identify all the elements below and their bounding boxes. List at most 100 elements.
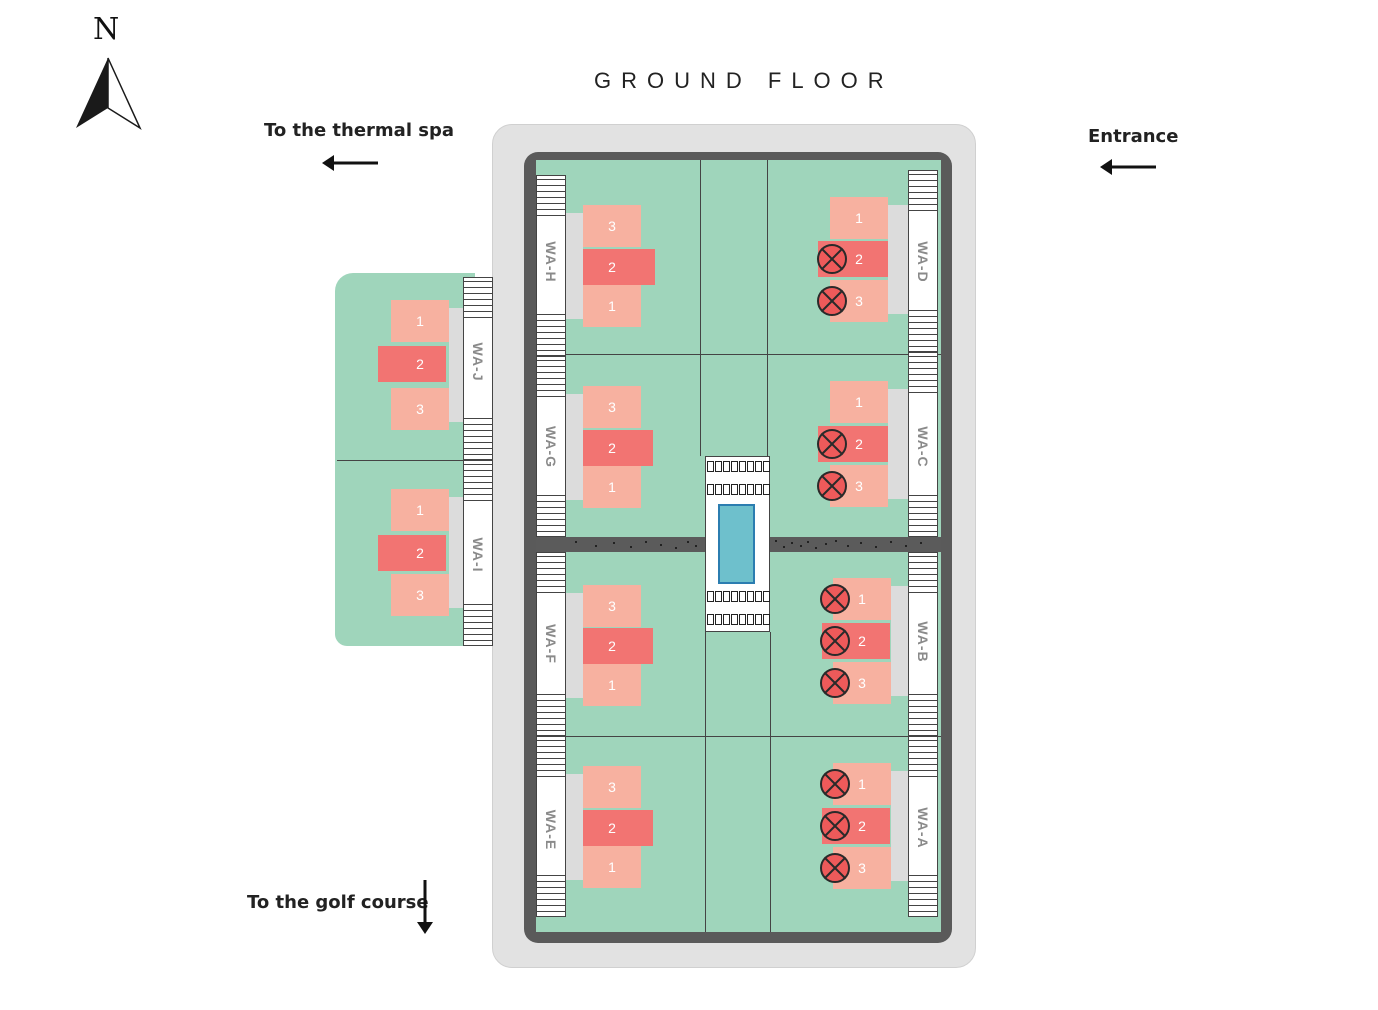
apartment-room[interactable] (583, 285, 641, 327)
wing-label: WA-J (470, 342, 486, 382)
stair-line (908, 180, 938, 181)
balcony-column (536, 356, 566, 537)
stair-line (908, 316, 938, 317)
balcony-column (463, 277, 493, 460)
stair-line (908, 380, 938, 381)
stair-line (908, 525, 938, 526)
apartment-room[interactable] (391, 574, 449, 616)
apartment-room[interactable] (583, 386, 641, 428)
stair-line (908, 724, 938, 725)
sun-loungers (707, 484, 770, 495)
apartment-room[interactable] (583, 249, 655, 285)
stair-line (908, 556, 938, 557)
room-number: 1 (608, 298, 616, 314)
divider-line (536, 736, 941, 737)
stair-line (536, 746, 566, 747)
stair-line (908, 334, 938, 335)
stair-line (463, 476, 493, 477)
apartment-room[interactable] (583, 766, 641, 808)
stair-line (908, 764, 938, 765)
stair-line (908, 740, 938, 741)
balcony-column (536, 736, 566, 917)
stair-line (536, 338, 566, 339)
stair-line (908, 531, 938, 532)
stair-line (908, 368, 938, 369)
stair-line (463, 464, 493, 465)
stair-line (908, 893, 938, 894)
stair-line (908, 706, 938, 707)
stair-line (908, 495, 938, 496)
stair-line (908, 356, 938, 357)
stair-line (463, 311, 493, 312)
stair-line (536, 314, 566, 315)
wing-label: WA-F (543, 624, 559, 664)
stair-line (536, 209, 566, 210)
stair-line (908, 718, 938, 719)
apartment-room[interactable] (583, 846, 641, 888)
stair-line (536, 592, 566, 593)
stair-line (536, 344, 566, 345)
stair-line (463, 640, 493, 641)
golf-course-label: To the golf course (247, 892, 429, 913)
stair-line (908, 198, 938, 199)
stair-line (463, 470, 493, 471)
room-number: 1 (608, 859, 616, 875)
stair-line (463, 482, 493, 483)
stair-line (463, 299, 493, 300)
apartment-room[interactable] (378, 346, 446, 382)
apartment-room[interactable] (378, 535, 446, 571)
room-number: 2 (608, 820, 616, 836)
stair-line (536, 887, 566, 888)
terrace-strip (566, 213, 583, 319)
apartment-room[interactable] (391, 300, 449, 342)
room-number: 3 (608, 399, 616, 415)
thermal-spa-label: To the thermal spa (264, 120, 455, 141)
stair-line (536, 203, 566, 204)
apartment-room[interactable] (583, 664, 641, 706)
stair-line (908, 905, 938, 906)
stair-line (908, 875, 938, 876)
stair-line (908, 186, 938, 187)
stair-line (463, 448, 493, 449)
room-number: 3 (855, 478, 863, 494)
wing-label: WA-A (915, 807, 931, 849)
apartment-room[interactable] (583, 466, 641, 508)
room-number: 2 (416, 545, 424, 561)
stair-line (536, 764, 566, 765)
arrow-down-icon (417, 880, 433, 934)
apartment-room[interactable] (583, 205, 641, 247)
stair-line (463, 442, 493, 443)
stair-line (908, 752, 938, 753)
apartment-room[interactable] (583, 810, 653, 846)
stair-line (908, 887, 938, 888)
stair-line (908, 746, 938, 747)
stair-line (908, 758, 938, 759)
apartment-room[interactable] (583, 430, 653, 466)
apartment-room[interactable] (391, 388, 449, 430)
stair-line (536, 525, 566, 526)
stair-line (463, 430, 493, 431)
booked-icon (817, 286, 847, 316)
terrace-strip (449, 308, 463, 422)
stair-line (908, 374, 938, 375)
stair-line (536, 215, 566, 216)
stair-line (908, 346, 938, 347)
divider-line (770, 632, 771, 932)
gravel-texture (575, 540, 922, 549)
stair-line (536, 185, 566, 186)
stair-line (908, 730, 938, 731)
stair-line (908, 694, 938, 695)
booked-icon (817, 244, 847, 274)
stair-line (536, 740, 566, 741)
stair-line (536, 179, 566, 180)
stair-line (463, 616, 493, 617)
apartment-room[interactable] (830, 381, 888, 423)
apartment-room[interactable] (583, 585, 641, 627)
booked-icon (820, 626, 850, 656)
apartment-room[interactable] (830, 197, 888, 239)
apartment-room[interactable] (391, 489, 449, 531)
apartment-room[interactable] (583, 628, 653, 664)
stair-line (463, 287, 493, 288)
compass-arrow-icon (76, 57, 142, 130)
stair-line (536, 519, 566, 520)
